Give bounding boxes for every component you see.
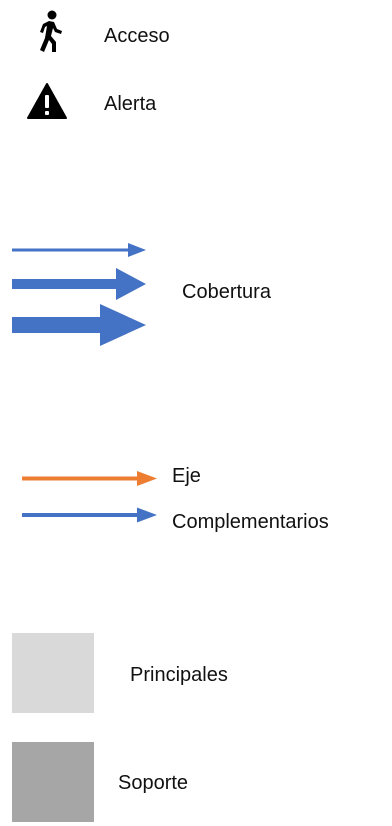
coverage-arrow-thick: [12, 304, 146, 346]
coverage-arrow-medium: [12, 268, 146, 300]
legend-label-soporte: Soporte: [118, 772, 189, 794]
legend-label-complementarios: Complementarios: [172, 511, 329, 533]
legend-label-cobertura: Cobertura: [182, 281, 271, 303]
warning-triangle-icon: [26, 82, 68, 120]
legend-label-acceso: Acceso: [104, 25, 170, 47]
route-arrow-complementarios: [22, 507, 157, 523]
area-swatch-soporte: [12, 742, 94, 822]
coverage-arrow-thin: [12, 243, 146, 257]
route-arrow-eje: [22, 471, 157, 486]
legend-label-principales: Principales: [130, 664, 228, 686]
legend-label-eje: Eje: [172, 465, 201, 487]
legend-label-alerta: Alerta: [104, 93, 157, 115]
area-swatch-principales: [12, 633, 94, 713]
walking-person-icon: [30, 10, 66, 54]
